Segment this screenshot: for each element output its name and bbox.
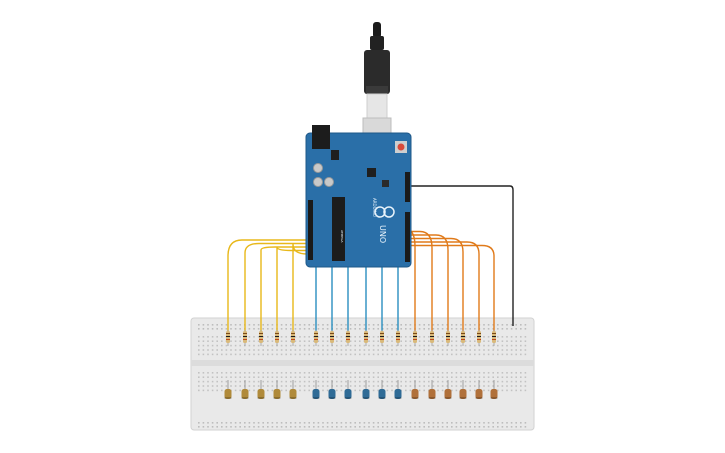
wire-yellow[interactable] (244, 242, 310, 334)
led-icon[interactable] (344, 380, 352, 399)
resistor-icon[interactable] (314, 330, 318, 346)
led-icon[interactable] (378, 380, 386, 399)
brand-text: ARDUINO (372, 198, 377, 217)
resistor-icon[interactable] (330, 330, 334, 346)
chip-label: ATMEGA (340, 230, 344, 243)
resistor-icon[interactable] (259, 330, 263, 346)
led-icon[interactable] (459, 380, 467, 399)
resistor-icon[interactable] (430, 330, 434, 346)
resistor-icon[interactable] (492, 330, 496, 346)
wire-orange[interactable] (410, 244, 495, 334)
resistor-icon[interactable] (243, 330, 247, 346)
arduino-board[interactable]: ATMEGA ARDUINO UNO (305, 125, 412, 268)
usb-cable-icon[interactable] (362, 22, 392, 149)
model-text: UNO (378, 225, 387, 243)
resistor-icon[interactable] (226, 330, 230, 346)
led-icon[interactable] (411, 380, 419, 399)
led-icon[interactable] (257, 380, 265, 399)
atmega-chip (332, 197, 345, 261)
resistor-icon[interactable] (413, 330, 417, 346)
components (224, 330, 498, 399)
resistor-icon[interactable] (275, 330, 279, 346)
power-jack (312, 125, 330, 149)
resistor-icon[interactable] (396, 330, 400, 346)
resistor-icon[interactable] (364, 330, 368, 346)
led-icon[interactable] (312, 380, 320, 399)
resistor-icon[interactable] (461, 330, 465, 346)
led-icon[interactable] (289, 380, 297, 399)
resistor-icon[interactable] (446, 330, 450, 346)
led-icon[interactable] (224, 380, 232, 399)
led-icon[interactable] (394, 380, 402, 399)
resistor-icon[interactable] (380, 330, 384, 346)
led-icon[interactable] (490, 380, 498, 399)
resistor-icon[interactable] (477, 330, 481, 346)
breadboard-holes (198, 324, 527, 428)
wire-yellow[interactable] (227, 239, 310, 333)
led-icon[interactable] (475, 380, 483, 399)
led-icon[interactable] (428, 380, 436, 399)
led-icon[interactable] (362, 380, 370, 399)
led-icon[interactable] (444, 380, 452, 399)
arduino-logo-icon (374, 206, 395, 218)
resistor-icon[interactable] (346, 330, 350, 346)
wire-yellow[interactable] (276, 246, 310, 333)
breadboard[interactable] (190, 317, 535, 431)
resistor-icon[interactable] (291, 330, 295, 346)
wire-yellow[interactable] (260, 246, 310, 333)
led-icon[interactable] (273, 380, 281, 399)
led-icon[interactable] (241, 380, 249, 399)
wire-black-gnd[interactable] (410, 185, 514, 326)
led-icon[interactable] (328, 380, 336, 399)
